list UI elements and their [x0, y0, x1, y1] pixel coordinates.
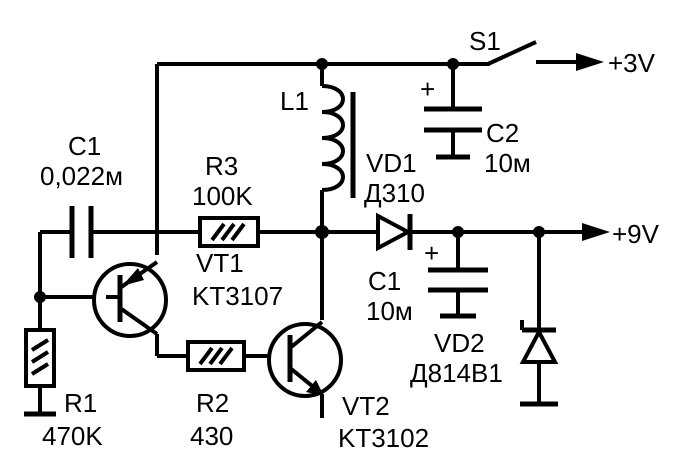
r3-label: R3 — [205, 151, 238, 181]
transistor-vt2 — [267, 232, 343, 418]
vt1-value: KT3107 — [192, 281, 283, 311]
transistor-vt1 — [92, 260, 188, 358]
c1-bottom-label: C1 — [368, 266, 401, 296]
capacitor-c1-top — [69, 206, 94, 258]
r1-value: 470K — [42, 421, 103, 451]
capacitor-c2 — [424, 64, 482, 160]
r1-label: R1 — [64, 388, 97, 418]
vd2-label: VD2 — [434, 328, 485, 358]
switch-s1 — [487, 40, 604, 71]
r3-value: 100K — [192, 181, 253, 211]
diode-vd1 — [376, 212, 413, 252]
vd1-value: Д310 — [364, 178, 425, 208]
plus-3v-label: +3V — [608, 48, 656, 78]
c1-plus-sign: + — [424, 238, 439, 268]
left-branch — [24, 232, 106, 417]
resistor-r3 — [198, 216, 260, 248]
middle-rail — [40, 223, 610, 241]
capacitor-c1-bottom — [428, 232, 488, 319]
zener-vd2 — [519, 232, 559, 407]
c2-value: 10м — [484, 148, 531, 178]
vt2-label: VT2 — [342, 391, 390, 421]
r2-label: R2 — [196, 388, 229, 418]
r2-value: 430 — [190, 421, 233, 451]
l1-label: L1 — [280, 86, 309, 116]
c2-label: C2 — [486, 118, 519, 148]
s1-label: S1 — [469, 26, 501, 56]
junction-dots — [34, 58, 545, 303]
vd1-label: VD1 — [366, 148, 417, 178]
c1-top-value: 0,022м — [40, 161, 123, 191]
vt1-label: VT1 — [196, 248, 244, 278]
plus-9v-label: +9V — [612, 219, 660, 249]
c1-bottom-value: 10м — [366, 296, 413, 326]
resistor-r2 — [186, 340, 290, 372]
vt2-value: KT3102 — [338, 423, 429, 453]
c2-plus-sign: + — [420, 74, 435, 104]
inductor-l1 — [320, 64, 356, 232]
vd2-value: Д814В1 — [410, 358, 503, 388]
c1-top-label: C1 — [68, 131, 101, 161]
